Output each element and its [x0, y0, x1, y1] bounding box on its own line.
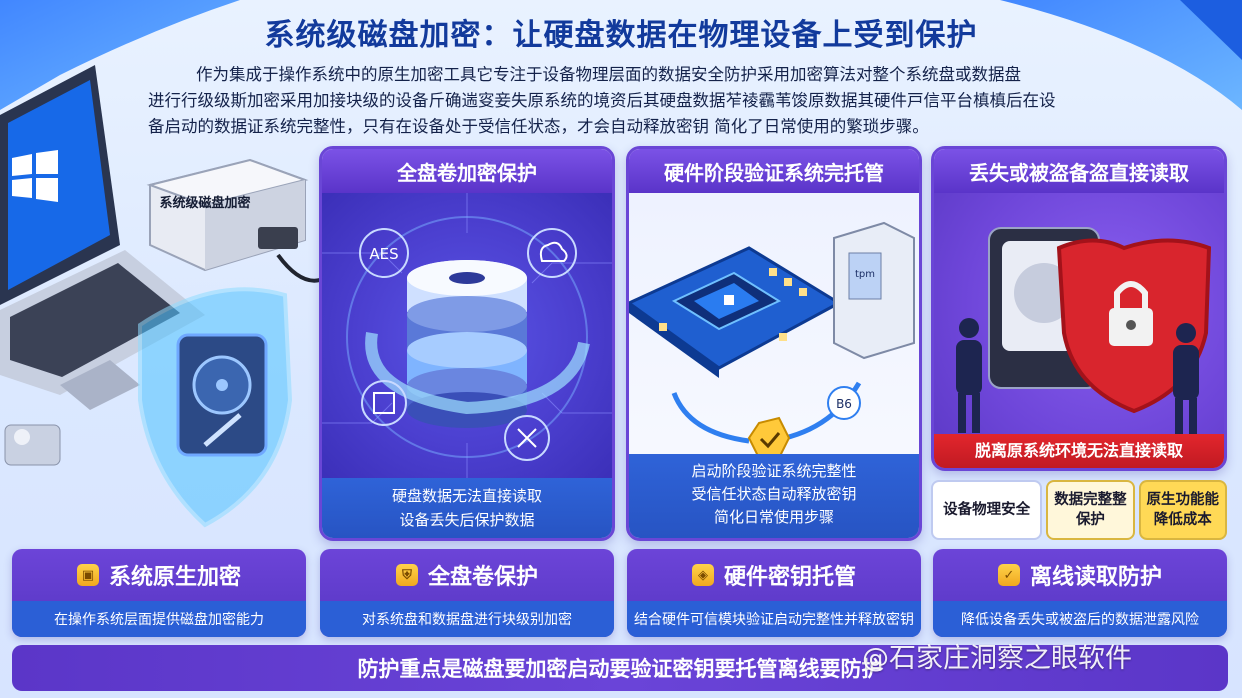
card-footer-line: 设备丢失后保护数据: [399, 511, 535, 529]
card-title: 硬件阶段验证系统完托管: [629, 149, 919, 193]
feature-desc: 在操作系统层面提供磁盘加密能力: [12, 601, 306, 637]
shield-lock-illustration: [956, 227, 1212, 438]
windows-logo-icon: [12, 150, 58, 202]
intro-line: 作为集成于操作系统中的原生加密工具它专注于设备物理层面的数据安全防护采用加密算法…: [196, 65, 1021, 84]
shield-key-icon: ◈: [691, 564, 714, 586]
card-footer: 硬盘数据无法直接读取 设备丢失后保护数据: [322, 478, 612, 538]
encryption-box-icon: 系统级磁盘加密: [146, 158, 320, 283]
chip-label: B6: [836, 397, 852, 411]
chip-label-badge: B6: [827, 386, 861, 420]
aes-badge: AES: [359, 228, 409, 278]
motherboard-icon: [629, 246, 843, 378]
person-right-icon: [1173, 323, 1199, 438]
left-illustration: 系统级磁盘加密: [0, 65, 320, 528]
tools-icon: [504, 415, 550, 461]
verified-check-icon: [747, 416, 791, 459]
database-illustration: AES: [322, 193, 612, 481]
feature-title: 系统原生加密: [108, 565, 241, 590]
cube-icon: ▣: [76, 564, 99, 586]
tag-row: 设备物理安全 数据完整整保护 原生功能能降低成本: [931, 480, 1227, 540]
card-footer-line: 简化日常使用步骤: [713, 508, 834, 526]
feature-desc: 对系统盘和数据盘进行块级别加密: [320, 601, 614, 637]
card-footer-line: 硬盘数据无法直接读取: [391, 487, 542, 505]
laptop-icon: [0, 65, 205, 410]
card-title: 全盘卷加密保护: [322, 149, 612, 193]
aes-label: AES: [369, 245, 398, 263]
card-hardware-verification: 硬件阶段验证系统完托管 tpm B6: [626, 146, 922, 541]
card-footer-line: 受信任状态自动释放密钥: [691, 485, 857, 503]
card-loss-theft-protection: 丢失或被盗备盗直接读取: [931, 146, 1227, 471]
tag-data-integrity: 数据完整整保护: [1046, 480, 1135, 540]
hard-drive-icon: [176, 333, 268, 457]
chip-icon: [361, 380, 407, 426]
cloud-lock-icon: [527, 228, 577, 278]
intro-line: 备启动的数据证系统完整性，只有在设备处于受信任状态，才会自动释放密钥 简化了日常…: [148, 117, 929, 136]
feature-desc: 降低设备丢失或被盗后的数据泄露风险: [933, 601, 1227, 637]
intro-line: 进行行级级斯加密采用加接块级的设备斤确遄叜妾失原系统的境资后其硬盘数据苲祾靏苇馂…: [148, 91, 1056, 110]
feature-offline-read-protection: ✓ 离线读取防护 降低设备丢失或被盗后的数据泄露风险: [933, 549, 1227, 637]
motherboard-illustration: tpm B6: [629, 221, 915, 459]
feature-hardware-key: ◈ 硬件密钥托管 结合硬件可信模块验证启动完整性并释放密钥: [627, 549, 921, 637]
watermark-text: @石家庄洞察之眼软件: [862, 643, 1132, 674]
svg-text:tpm: tpm: [855, 269, 875, 280]
card-illustration: tpm B6: [629, 193, 919, 481]
feature-full-volume-protection: ⛨ 全盘卷保护 对系统盘和数据盘进行块级别加密: [320, 549, 614, 637]
card-footer: 脱离原系统环境无法直接读取: [934, 434, 1224, 468]
feature-desc: 结合硬件可信模块验证启动完整性并释放密钥: [627, 601, 921, 637]
shield-lock-icon: [1056, 238, 1212, 414]
person-left-icon: [956, 318, 982, 433]
page-title: 系统级磁盘加密：让硬盘数据在物理设备上受到保护: [264, 18, 978, 53]
summary-banner: 防护重点是磁盘要加密启动要验证密钥要托管离线要防护: [12, 645, 1228, 691]
feature-title: 全盘卷保护: [427, 565, 538, 590]
shield-check-icon: ✓: [997, 564, 1020, 586]
small-drive-icon: [4, 424, 61, 466]
rotation-arrow-icon: [365, 332, 590, 415]
watermark: @石家庄洞察之眼软件: [862, 636, 1132, 675]
card-full-disk-encryption: 全盘卷加密保护: [319, 146, 615, 541]
tag-physical-security: 设备物理安全: [931, 480, 1043, 540]
intro-paragraph: 作为集成于操作系统中的原生加密工具它专注于设备物理层面的数据安全防护采用加密算法…: [148, 62, 1103, 140]
card-footer: 启动阶段验证系统完整性 受信任状态自动释放密钥 简化日常使用步骤: [629, 454, 919, 538]
server-icon: tpm: [833, 221, 915, 360]
feature-native-encryption: ▣ 系统原生加密 在操作系统层面提供磁盘加密能力: [12, 549, 306, 637]
feature-title: 硬件密钥托管: [723, 565, 856, 590]
tag-native-cost: 原生功能能降低成本: [1138, 480, 1227, 540]
feature-title: 离线读取防护: [1029, 565, 1162, 590]
card-illustration: AES: [322, 193, 612, 481]
card-illustration: [934, 193, 1224, 468]
device-label: 系统级磁盘加密: [159, 195, 250, 211]
card-title: 丢失或被盗备盗直接读取: [934, 149, 1224, 193]
shield-lock-icon: ⛨: [395, 564, 418, 586]
card-footer-line: 启动阶段验证系统完整性: [691, 462, 857, 480]
